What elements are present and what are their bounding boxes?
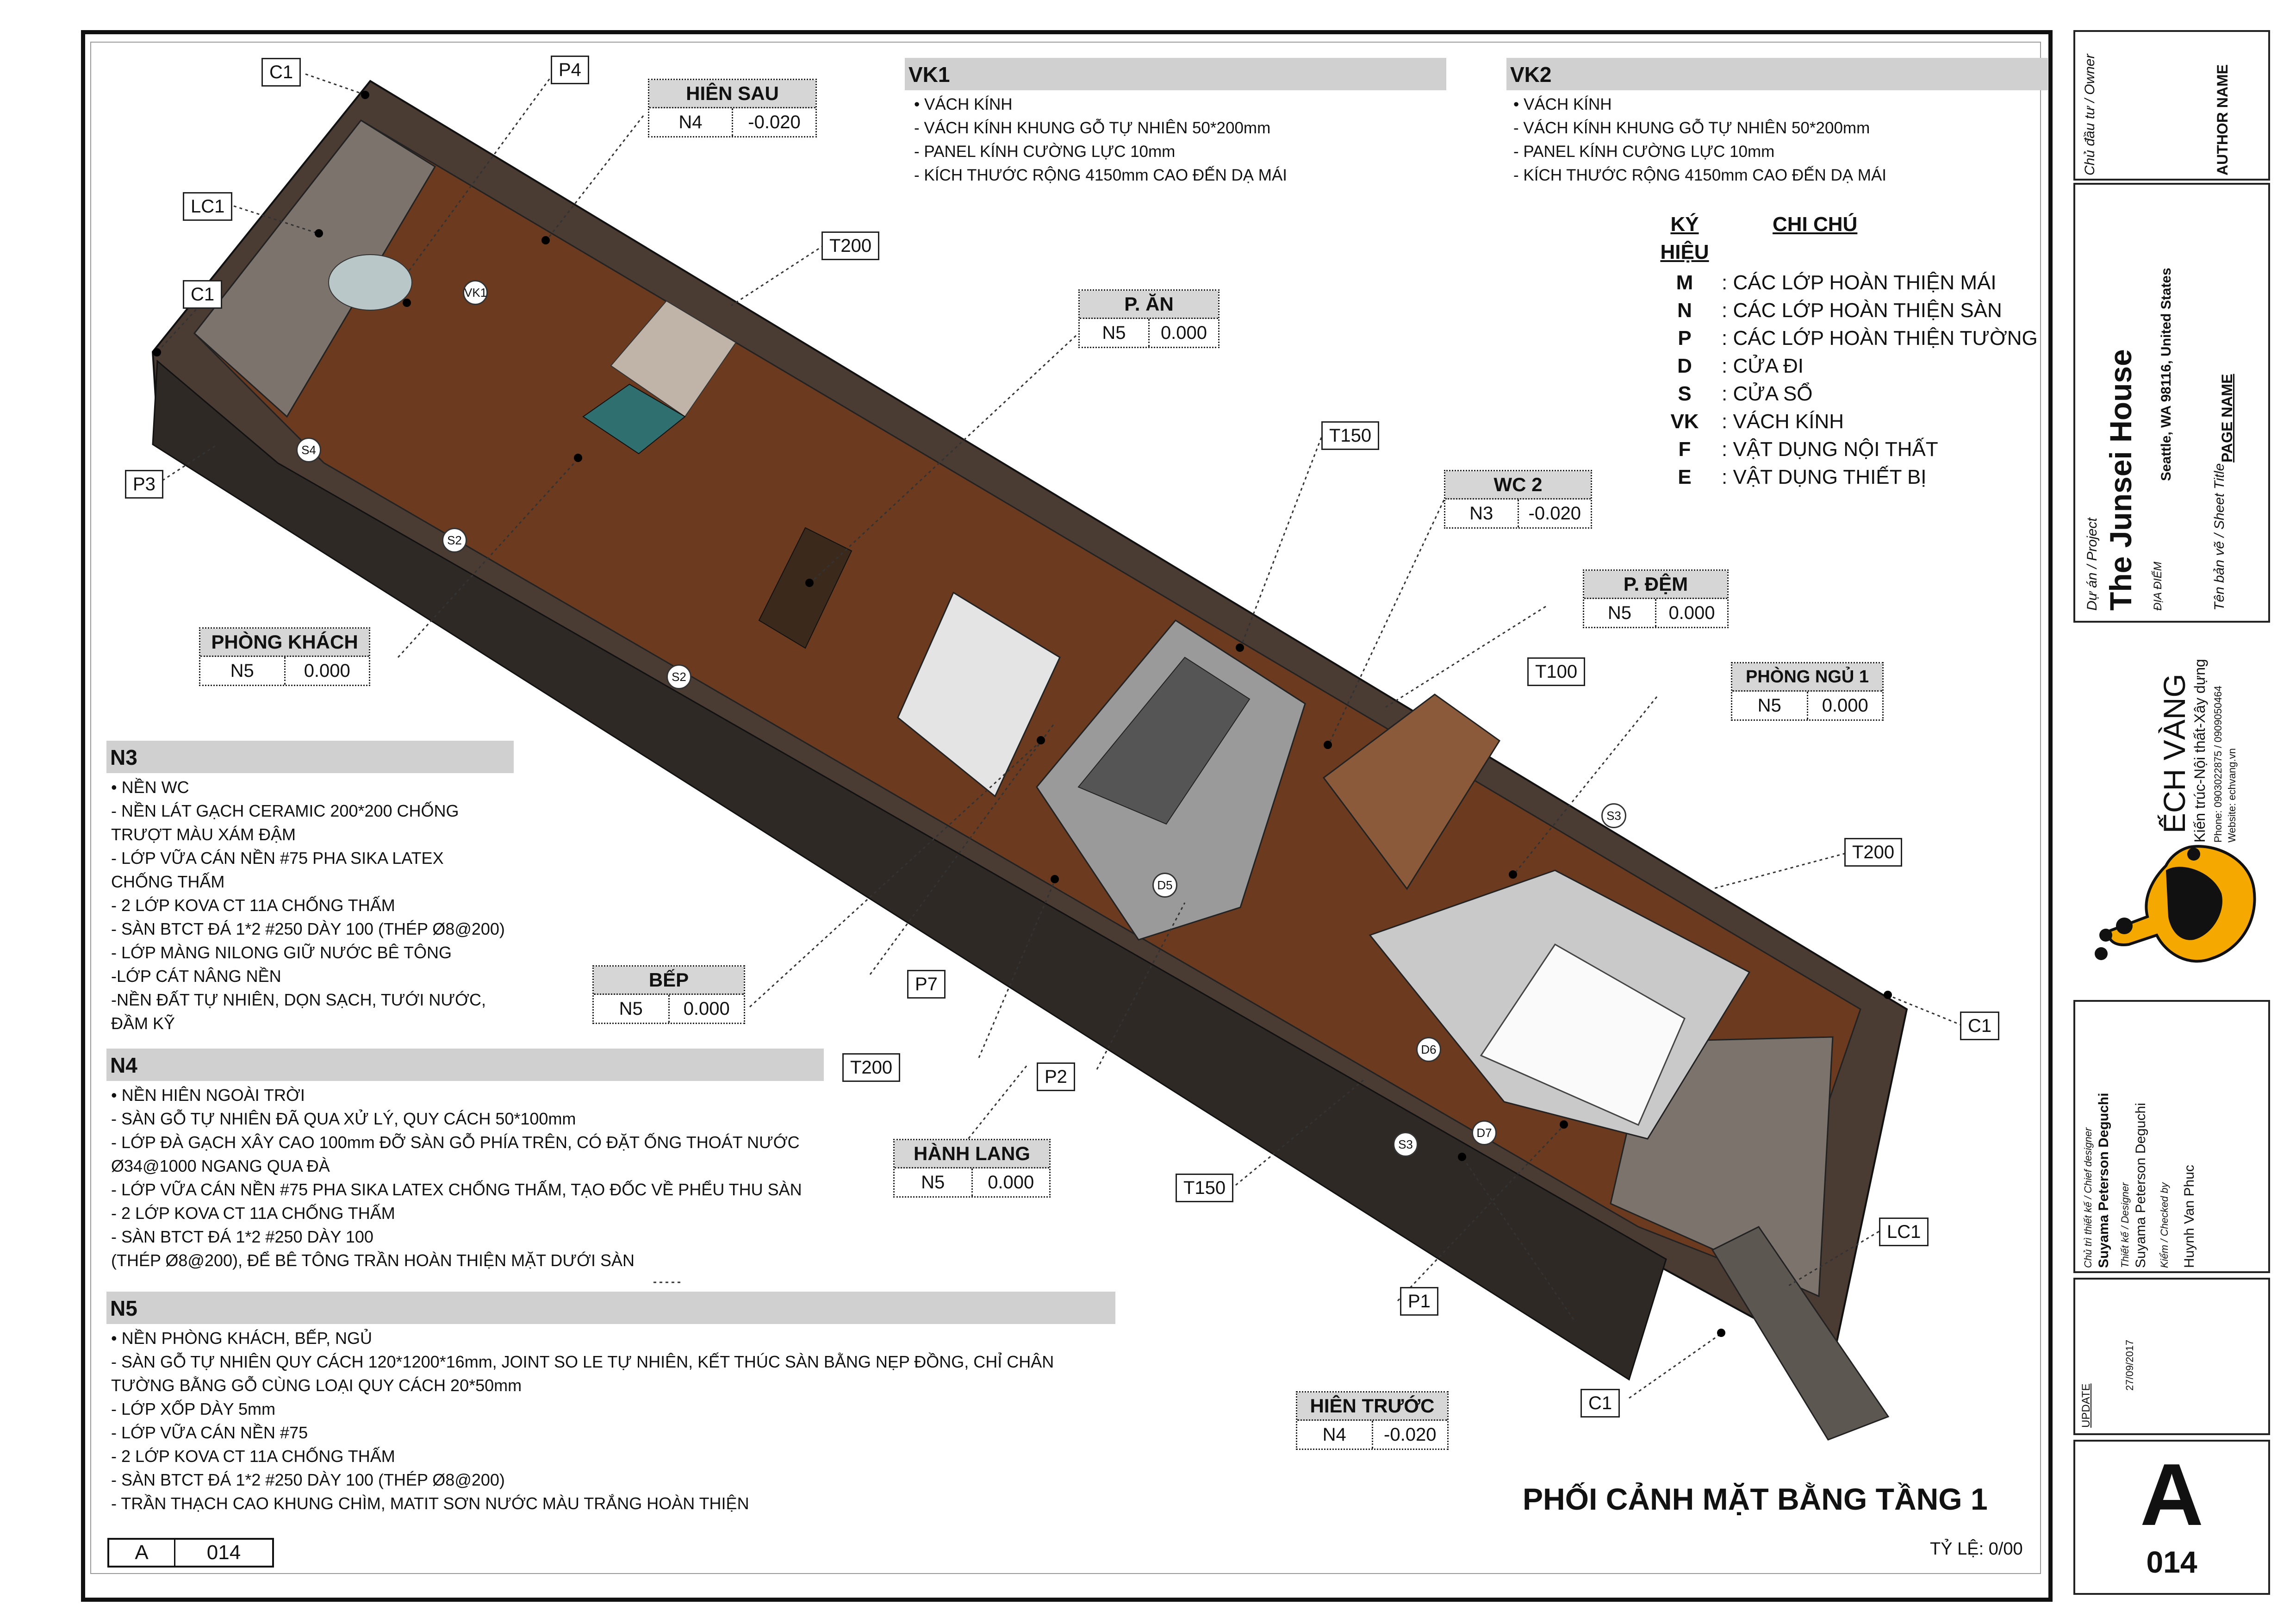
- round-table: [328, 254, 412, 311]
- marker-s3: S3: [1393, 1132, 1418, 1157]
- back-deck: [193, 119, 436, 418]
- label-lc1: LC1: [1879, 1218, 1929, 1246]
- callout-dot: [805, 579, 814, 587]
- wc-tile: [1077, 656, 1251, 825]
- label-p4: P4: [551, 56, 589, 84]
- tb-update: UPDATE 27/09/2017: [2073, 1278, 2270, 1435]
- legend-row: D: CỬA ĐI: [1677, 355, 1804, 377]
- label-p2: P2: [1037, 1062, 1075, 1091]
- room-tag-hien-sau: HIÊN SAU N4-0.020: [648, 79, 817, 137]
- callout-dot: [1458, 1153, 1466, 1161]
- marker-d7: D7: [1472, 1120, 1497, 1145]
- n4-header: N4: [106, 1049, 824, 1081]
- callout-dot: [541, 236, 550, 244]
- drawing-scale: TỶ LỆ: 0/00: [1930, 1539, 2023, 1559]
- front-steps: [1711, 1226, 1890, 1441]
- callout-dot: [1037, 736, 1045, 744]
- vk2-spec-list: • VÁCH KÍNH - VÁCH KÍNH KHUNG GỖ TỰ NHIÊ…: [1513, 95, 1887, 184]
- callout-dot: [1509, 870, 1517, 879]
- dining-table: [758, 527, 852, 649]
- label-c1: C1: [183, 280, 223, 309]
- tb-owner: Chủ đầu tư / Owner AUTHOR NAME: [2073, 30, 2270, 181]
- legend-row: S: CỬA SỔ: [1678, 382, 1813, 405]
- label-c1: C1: [1960, 1012, 2000, 1040]
- kitchen-island: [897, 591, 1061, 798]
- drawing-title: PHỐI CẢNH MẶT BẰNG TẦNG 1: [1523, 1482, 1988, 1516]
- room-tag-hien-truoc: HIÊN TRƯỚC N4-0.020: [1296, 1391, 1449, 1450]
- label-t150: T150: [1176, 1174, 1234, 1202]
- label-t200: T200: [842, 1053, 901, 1082]
- vk1-spec-list: • VÁCH KÍNH - VÁCH KÍNH KHUNG GỖ TỰ NHIÊ…: [914, 95, 1288, 184]
- frog-icon: [2095, 845, 2256, 963]
- callout-dot: [403, 299, 411, 307]
- legend-row: P: CÁC LỚP HOÀN THIỆN TƯỜNG: [1678, 327, 2038, 350]
- callout-dot: [1884, 991, 1892, 999]
- n3-spec-list: • NỀN WC- NỀN LÁT GẠCH CERAMIC 200*200 C…: [111, 778, 505, 1033]
- coffee-table: [582, 383, 686, 455]
- label-c1: C1: [261, 58, 301, 87]
- vk2-header: VK2: [1506, 58, 2048, 90]
- marker-s4: S4: [296, 437, 321, 462]
- label-t200: T200: [821, 231, 880, 260]
- callout-dot: [574, 454, 582, 462]
- label-p7: P7: [907, 970, 946, 999]
- sheet-number: 014: [2146, 1545, 2197, 1579]
- stairs: [1322, 693, 1501, 890]
- label-lc1: LC1: [183, 192, 233, 221]
- n5-header: N5: [106, 1292, 1115, 1324]
- callout-dot: [361, 91, 369, 99]
- tb-designers: Chủ trì thiết kế / Chief designer Suyama…: [2073, 1000, 2270, 1273]
- vk1-header: VK1: [905, 58, 1446, 90]
- company-logo: ẾCH VÀNG Kiến trúc-Nội thất-Xây dựng Pho…: [2073, 625, 2270, 995]
- sheet-letter: A: [2140, 1446, 2204, 1544]
- marker-s2: S2: [666, 664, 691, 689]
- callout-dot: [1324, 741, 1332, 749]
- marker-s2: S2: [442, 528, 467, 553]
- label-p3: P3: [125, 470, 163, 499]
- callout-dot: [1236, 643, 1244, 652]
- sheet-border: [81, 30, 2053, 1602]
- label-t100: T100: [1527, 657, 1586, 686]
- sofa: [610, 300, 737, 418]
- front-wall: [152, 359, 1667, 1381]
- label-p1: P1: [1400, 1287, 1438, 1316]
- tb-sheet-number: A 014: [2073, 1440, 2270, 1595]
- label-t150: T150: [1321, 421, 1380, 450]
- room-tag-wc2: WC 2 N3-0.020: [1444, 470, 1592, 529]
- legend-row: VK: VÁCH KÍNH: [1670, 410, 1844, 433]
- legend-row: N: CÁC LỚP HOÀN THIỆN SÀN: [1677, 299, 2002, 322]
- callout-dot: [153, 348, 161, 356]
- callout-dot: [1560, 1120, 1568, 1129]
- tb-project: Dự án / Project The Junsei House ĐỊA ĐIỂ…: [2073, 183, 2270, 623]
- callout-dot: [1051, 875, 1059, 883]
- marker-vk1: VK1: [463, 280, 488, 305]
- legend-row: M: CÁC LỚP HOÀN THIỆN MÁI: [1676, 271, 1997, 294]
- legend-row: E: VẬT DỤNG THIẾT BỊ: [1678, 466, 1927, 488]
- symbol-legend: KÝ HIỆU CHI CHÚ M: CÁC LỚP HOÀN THIỆN MÁ…: [1648, 211, 2038, 491]
- n3-header: N3: [106, 741, 514, 773]
- label-c1: C1: [1580, 1389, 1620, 1418]
- callout-dot: [315, 229, 323, 237]
- n5-spec-list: • NỀN PHÒNG KHÁCH, BẾP, NGỦ- SÀN GỖ TỰ N…: [111, 1329, 1054, 1513]
- drawing-area-border: [90, 42, 2041, 1574]
- sheet-ref-box: A 014: [107, 1538, 274, 1568]
- bed: [1480, 943, 1686, 1126]
- label-t200: T200: [1844, 838, 1903, 867]
- marker-d5: D5: [1152, 873, 1177, 898]
- marker-s3: S3: [1601, 803, 1626, 828]
- legend-row: F: VẬT DỤNG NỘI THẤT: [1678, 438, 1938, 461]
- marker-d6: D6: [1416, 1037, 1441, 1062]
- callout-dot: [1717, 1329, 1725, 1337]
- n4-spec-list: • NỀN HIÊN NGOÀI TRỜI- SÀN GỖ TỰ NHIÊN Đ…: [111, 1086, 802, 1270]
